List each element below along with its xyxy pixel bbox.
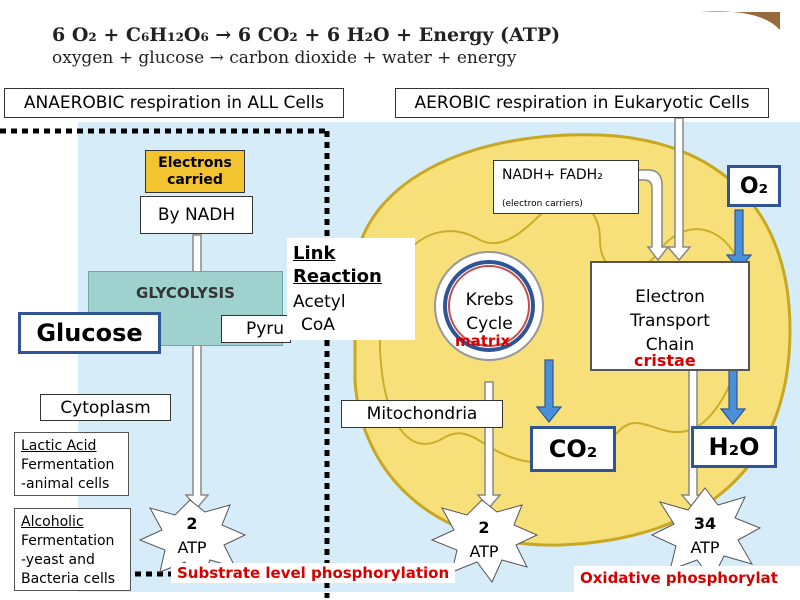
matrix-label: matrix — [455, 332, 511, 350]
anaerobic-header: ANAEROBIC respiration in ALL Cells — [4, 88, 344, 118]
link-reaction-box: Link Reaction Acetyl CoA — [287, 238, 415, 340]
lactic-line2: -animal cells — [21, 476, 110, 492]
mitochondria-label: Mitochondria — [341, 400, 503, 428]
alcoholic-line3: Bacteria cells — [21, 571, 116, 587]
glycolysis-label: GLYCOLYSIS — [136, 284, 235, 302]
alcoholic-line1: Fermentation — [21, 533, 115, 549]
lactic-line1: Fermentation — [21, 457, 115, 473]
by-nadh-label: By NADH — [140, 196, 253, 234]
atp-right-number: 34 — [693, 514, 717, 533]
co2-label: CO₂ — [530, 426, 616, 472]
corner-decoration — [700, 11, 780, 30]
o2-label: O₂ — [727, 165, 781, 207]
atp-mid-unit: ATP — [469, 542, 499, 561]
atp-starbursts — [138, 487, 762, 583]
pyruvate-label: Pyru — [221, 315, 291, 343]
cristae-label: cristae — [634, 351, 696, 370]
cytoplasm-label: Cytoplasm — [40, 394, 171, 421]
atp-left-unit: ATP — [177, 538, 207, 557]
equation-line2: oxygen + glucose → carbon dioxide + wate… — [52, 48, 517, 68]
oxidative-phosphorylation-box: Oxidative phosphorylat — [574, 566, 800, 594]
nadh-fadh-box: NADH+ FADH₂ (electron carriers) — [493, 160, 639, 214]
electrons-carried-label: Electrons carried — [158, 154, 232, 188]
nadh-fadh-label: NADH+ FADH₂ — [502, 167, 603, 183]
alcoholic-line2: -yeast and — [21, 552, 95, 568]
oxidative-phosphorylation-label: Oxidative phosphorylat — [580, 569, 778, 587]
equation-line1: 6 O₂ + C₆H₁₂O₆ → 6 CO₂ + 6 H₂O + Energy … — [52, 24, 561, 46]
link-reaction-label: Link Reaction — [293, 243, 382, 287]
acetyl-coa-label: Acetyl CoA — [293, 292, 346, 335]
atp-right-unit: ATP — [690, 538, 720, 557]
alcoholic-box: Alcoholic Fermentation -yeast and Bacter… — [14, 508, 131, 591]
krebs-ring-overlay — [434, 251, 544, 361]
substrate-phosphorylation-label: Substrate level phosphorylation — [171, 563, 456, 583]
h2o-label: H₂O — [691, 426, 777, 468]
lactic-title: Lactic Acid — [21, 438, 97, 454]
electron-carriers-label: (electron carriers) — [502, 199, 583, 209]
aerobic-header: AEROBIC respiration in Eukaryotic Cells — [395, 88, 769, 118]
atp-left-number: 2 — [186, 514, 198, 533]
glucose-label: Glucose — [18, 312, 161, 354]
alcoholic-title: Alcoholic — [21, 514, 84, 530]
atp-mid-number: 2 — [478, 518, 490, 537]
etc-label: Electron Transport Chain — [630, 287, 710, 355]
krebs-cycle-label: Krebs Cycle — [465, 290, 514, 334]
lactic-acid-box: Lactic Acid Fermentation -animal cells — [14, 432, 129, 496]
electrons-carried-box: Electrons carried — [145, 150, 245, 193]
etc-box: Electron Transport Chain — [590, 261, 750, 371]
